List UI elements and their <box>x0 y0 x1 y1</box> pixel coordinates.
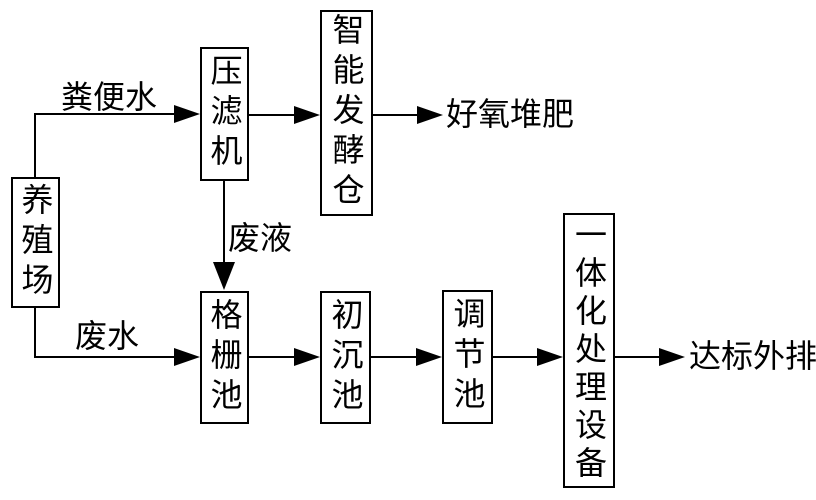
node-regulation-pool: 调节池 <box>442 290 493 424</box>
node-primary-sedimentation-pool: 初沉池 <box>320 291 371 424</box>
arrowhead-to-aerobic-composting-icon <box>417 106 443 124</box>
node-farm: 养殖场 <box>11 177 60 308</box>
arrowhead-into-fermentation-silo-icon <box>294 106 320 124</box>
node-filter-press: 压滤机 <box>200 47 249 181</box>
edge-label-waste-liquid: 废液 <box>228 220 293 256</box>
connector-line-waste-water <box>34 356 176 358</box>
connector-line-waste-liquid <box>223 181 225 264</box>
node-farm-label: 养殖场 <box>17 182 54 303</box>
arrowhead-into-sedimentation-pool-icon <box>294 348 320 366</box>
arrowhead-into-regulation-pool-icon <box>416 348 442 366</box>
arrowhead-to-standard-discharge-icon <box>659 348 685 366</box>
arrowhead-into-filter-press-icon <box>174 105 200 123</box>
node-primary-sedimentation-pool-label: 初沉池 <box>327 297 364 418</box>
arrowhead-waste-liquid-down-icon <box>213 262 235 290</box>
edge-label-waste-water: 废水 <box>75 318 140 354</box>
node-integrated-treatment-equipment-label: 一体化处理设备 <box>571 217 607 484</box>
arrowhead-into-integrated-equipment-icon <box>537 348 563 366</box>
connector-line-farm-up <box>34 113 36 179</box>
connector-line-press-to-silo <box>249 114 296 116</box>
node-fermentation-silo-label: 智能发酵仓 <box>328 13 365 213</box>
output-label-standard-discharge: 达标外排 <box>689 338 816 374</box>
connector-line-silo-to-compost <box>373 114 419 116</box>
connector-line-fecal-water <box>34 113 176 115</box>
edge-label-fecal-water: 粪便水 <box>61 79 158 115</box>
output-label-aerobic-composting: 好氧堆肥 <box>446 96 575 132</box>
connector-line-sedimentation-to-regulation <box>371 356 418 358</box>
node-integrated-treatment-equipment: 一体化处理设备 <box>563 213 615 488</box>
node-bar-screen-pool: 格栅池 <box>200 291 249 424</box>
connector-line-farm-down <box>34 308 36 358</box>
node-fermentation-silo: 智能发酵仓 <box>320 10 373 216</box>
connector-line-screen-to-sedimentation <box>249 356 296 358</box>
node-regulation-pool-label: 调节池 <box>449 297 486 417</box>
node-bar-screen-pool-label: 格栅池 <box>206 297 243 418</box>
connector-line-integrated-to-discharge <box>615 356 661 358</box>
arrowhead-into-bar-screen-pool-icon <box>174 348 200 366</box>
node-filter-press-label: 压滤机 <box>206 54 243 174</box>
connector-line-regulation-to-integrated <box>493 356 539 358</box>
